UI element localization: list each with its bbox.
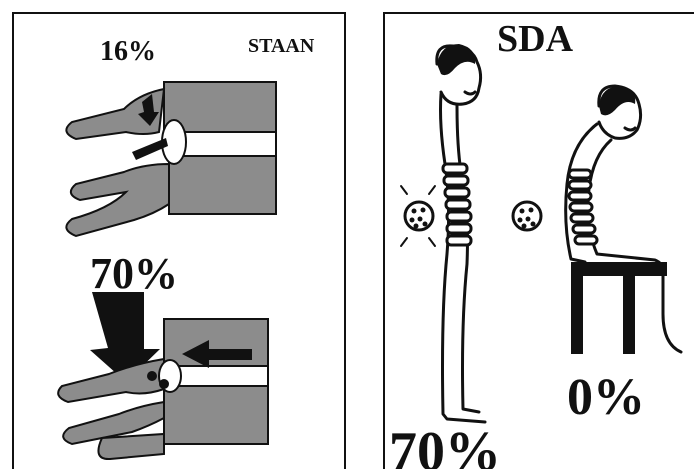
vertebra-illustration (14, 14, 346, 469)
right-panel-title: SDA (497, 20, 573, 58)
right-panel-posture-diagram: SDA 0% 70% (383, 12, 694, 469)
sitting-load-percentage: 0% (567, 372, 645, 424)
posture-illustration (385, 14, 694, 469)
upper-vertebrae (66, 82, 276, 236)
upper-load-percentage: 16% (100, 38, 156, 66)
left-panel-title: STAAN (248, 36, 314, 56)
lower-load-percentage: 70% (90, 252, 178, 296)
lower-vertebrae (58, 292, 268, 459)
sitting-figure (513, 86, 681, 352)
left-panel-spine-diagram: 16% STAAN 70% (12, 12, 346, 469)
stool (571, 262, 667, 354)
standing-figure (401, 44, 485, 422)
standing-load-percentage: 70% (389, 424, 501, 469)
